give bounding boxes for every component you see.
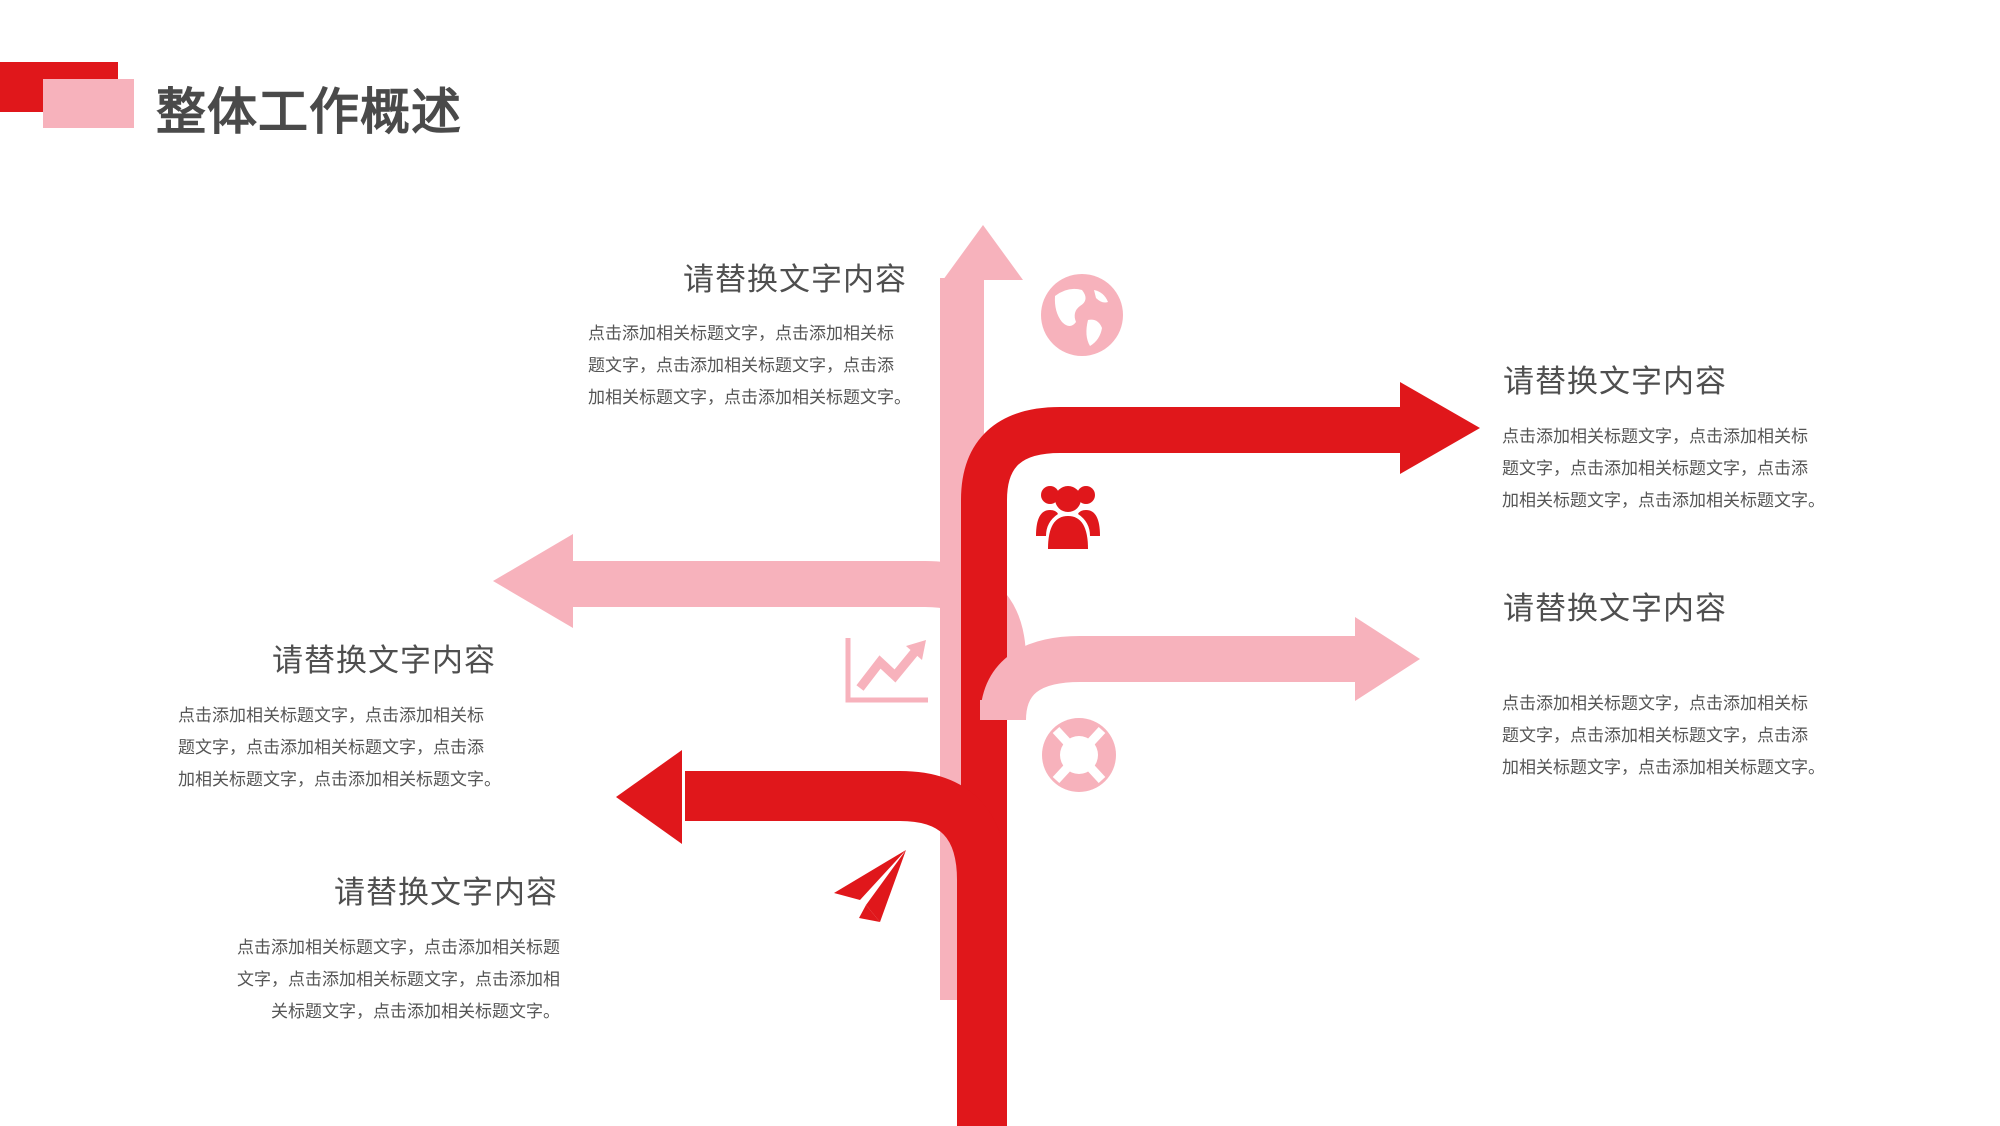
block-5-line-2: 文字，点击添加相关标题文字，点击添加相 bbox=[237, 970, 560, 990]
paper-plane-icon bbox=[834, 850, 906, 922]
red-right-arrow bbox=[961, 407, 1405, 1010]
pink-right-arrow bbox=[980, 636, 1360, 722]
block-4-title: 请替换文字内容 bbox=[272, 643, 496, 679]
block-2-line-3: 加相关标题文字，点击添加相关标题文字。 bbox=[1502, 491, 1825, 511]
block-2-title: 请替换文字内容 bbox=[1503, 364, 1727, 400]
block-3-line-1: 点击添加相关标题文字，点击添加相关标 bbox=[1502, 694, 1808, 714]
block-2-line-1: 点击添加相关标题文字，点击添加相关标 bbox=[1502, 427, 1808, 447]
block-4-line-1: 点击添加相关标题文字，点击添加相关标 bbox=[178, 706, 484, 726]
block-5-line-3: 关标题文字，点击添加相关标题文字。 bbox=[271, 1002, 560, 1022]
block-1-title: 请替换文字内容 bbox=[683, 262, 907, 298]
block-1-line-2: 题文字，点击添加相关标题文字，点击添 bbox=[588, 356, 894, 376]
block-3-line-3: 加相关标题文字，点击添加相关标题文字。 bbox=[1502, 758, 1825, 778]
block-3-text: 点击添加相关标题文字，点击添加相关标 题文字，点击添加相关标题文字，点击添 加相… bbox=[1502, 688, 1825, 784]
users-icon bbox=[1036, 486, 1100, 549]
block-5-title: 请替换文字内容 bbox=[334, 875, 558, 911]
red-left-arrow bbox=[685, 771, 1007, 1126]
block-3-line-2: 题文字，点击添加相关标题文字，点击添 bbox=[1502, 726, 1808, 746]
pink-up-arrowhead bbox=[943, 225, 1023, 280]
block-4-line-3: 加相关标题文字，点击添加相关标题文字。 bbox=[178, 770, 501, 790]
block-2-line-2: 题文字，点击添加相关标题文字，点击添 bbox=[1502, 459, 1808, 479]
block-3-title: 请替换文字内容 bbox=[1503, 591, 1727, 627]
block-4-line-2: 题文字，点击添加相关标题文字，点击添 bbox=[178, 738, 484, 758]
block-1-line-3: 加相关标题文字，点击添加相关标题文字。 bbox=[588, 388, 911, 408]
red-left-arrowhead bbox=[616, 750, 682, 844]
title-accent-pink bbox=[43, 79, 134, 128]
pink-right-arrowhead bbox=[1355, 617, 1420, 701]
red-right-arrowhead bbox=[1400, 382, 1480, 474]
block-4-text: 点击添加相关标题文字，点击添加相关标 题文字，点击添加相关标题文字，点击添 加相… bbox=[178, 700, 501, 796]
page-title: 整体工作概述 bbox=[156, 83, 462, 141]
block-1-text: 点击添加相关标题文字，点击添加相关标 题文字，点击添加相关标题文字，点击添 加相… bbox=[588, 318, 911, 414]
block-1-line-1: 点击添加相关标题文字，点击添加相关标 bbox=[588, 324, 894, 344]
block-5-text: 点击添加相关标题文字，点击添加相关标题 文字，点击添加相关标题文字，点击添加相 … bbox=[237, 932, 560, 1028]
block-2-text: 点击添加相关标题文字，点击添加相关标 题文字，点击添加相关标题文字，点击添 加相… bbox=[1502, 421, 1825, 517]
pink-left-arrow bbox=[570, 561, 1026, 700]
globe-icon bbox=[1041, 274, 1123, 356]
lifebuoy-icon bbox=[1042, 718, 1116, 792]
block-5-line-1: 点击添加相关标题文字，点击添加相关标题 bbox=[237, 938, 560, 958]
pink-left-arrowhead bbox=[493, 534, 573, 628]
chart-icon bbox=[845, 638, 928, 703]
